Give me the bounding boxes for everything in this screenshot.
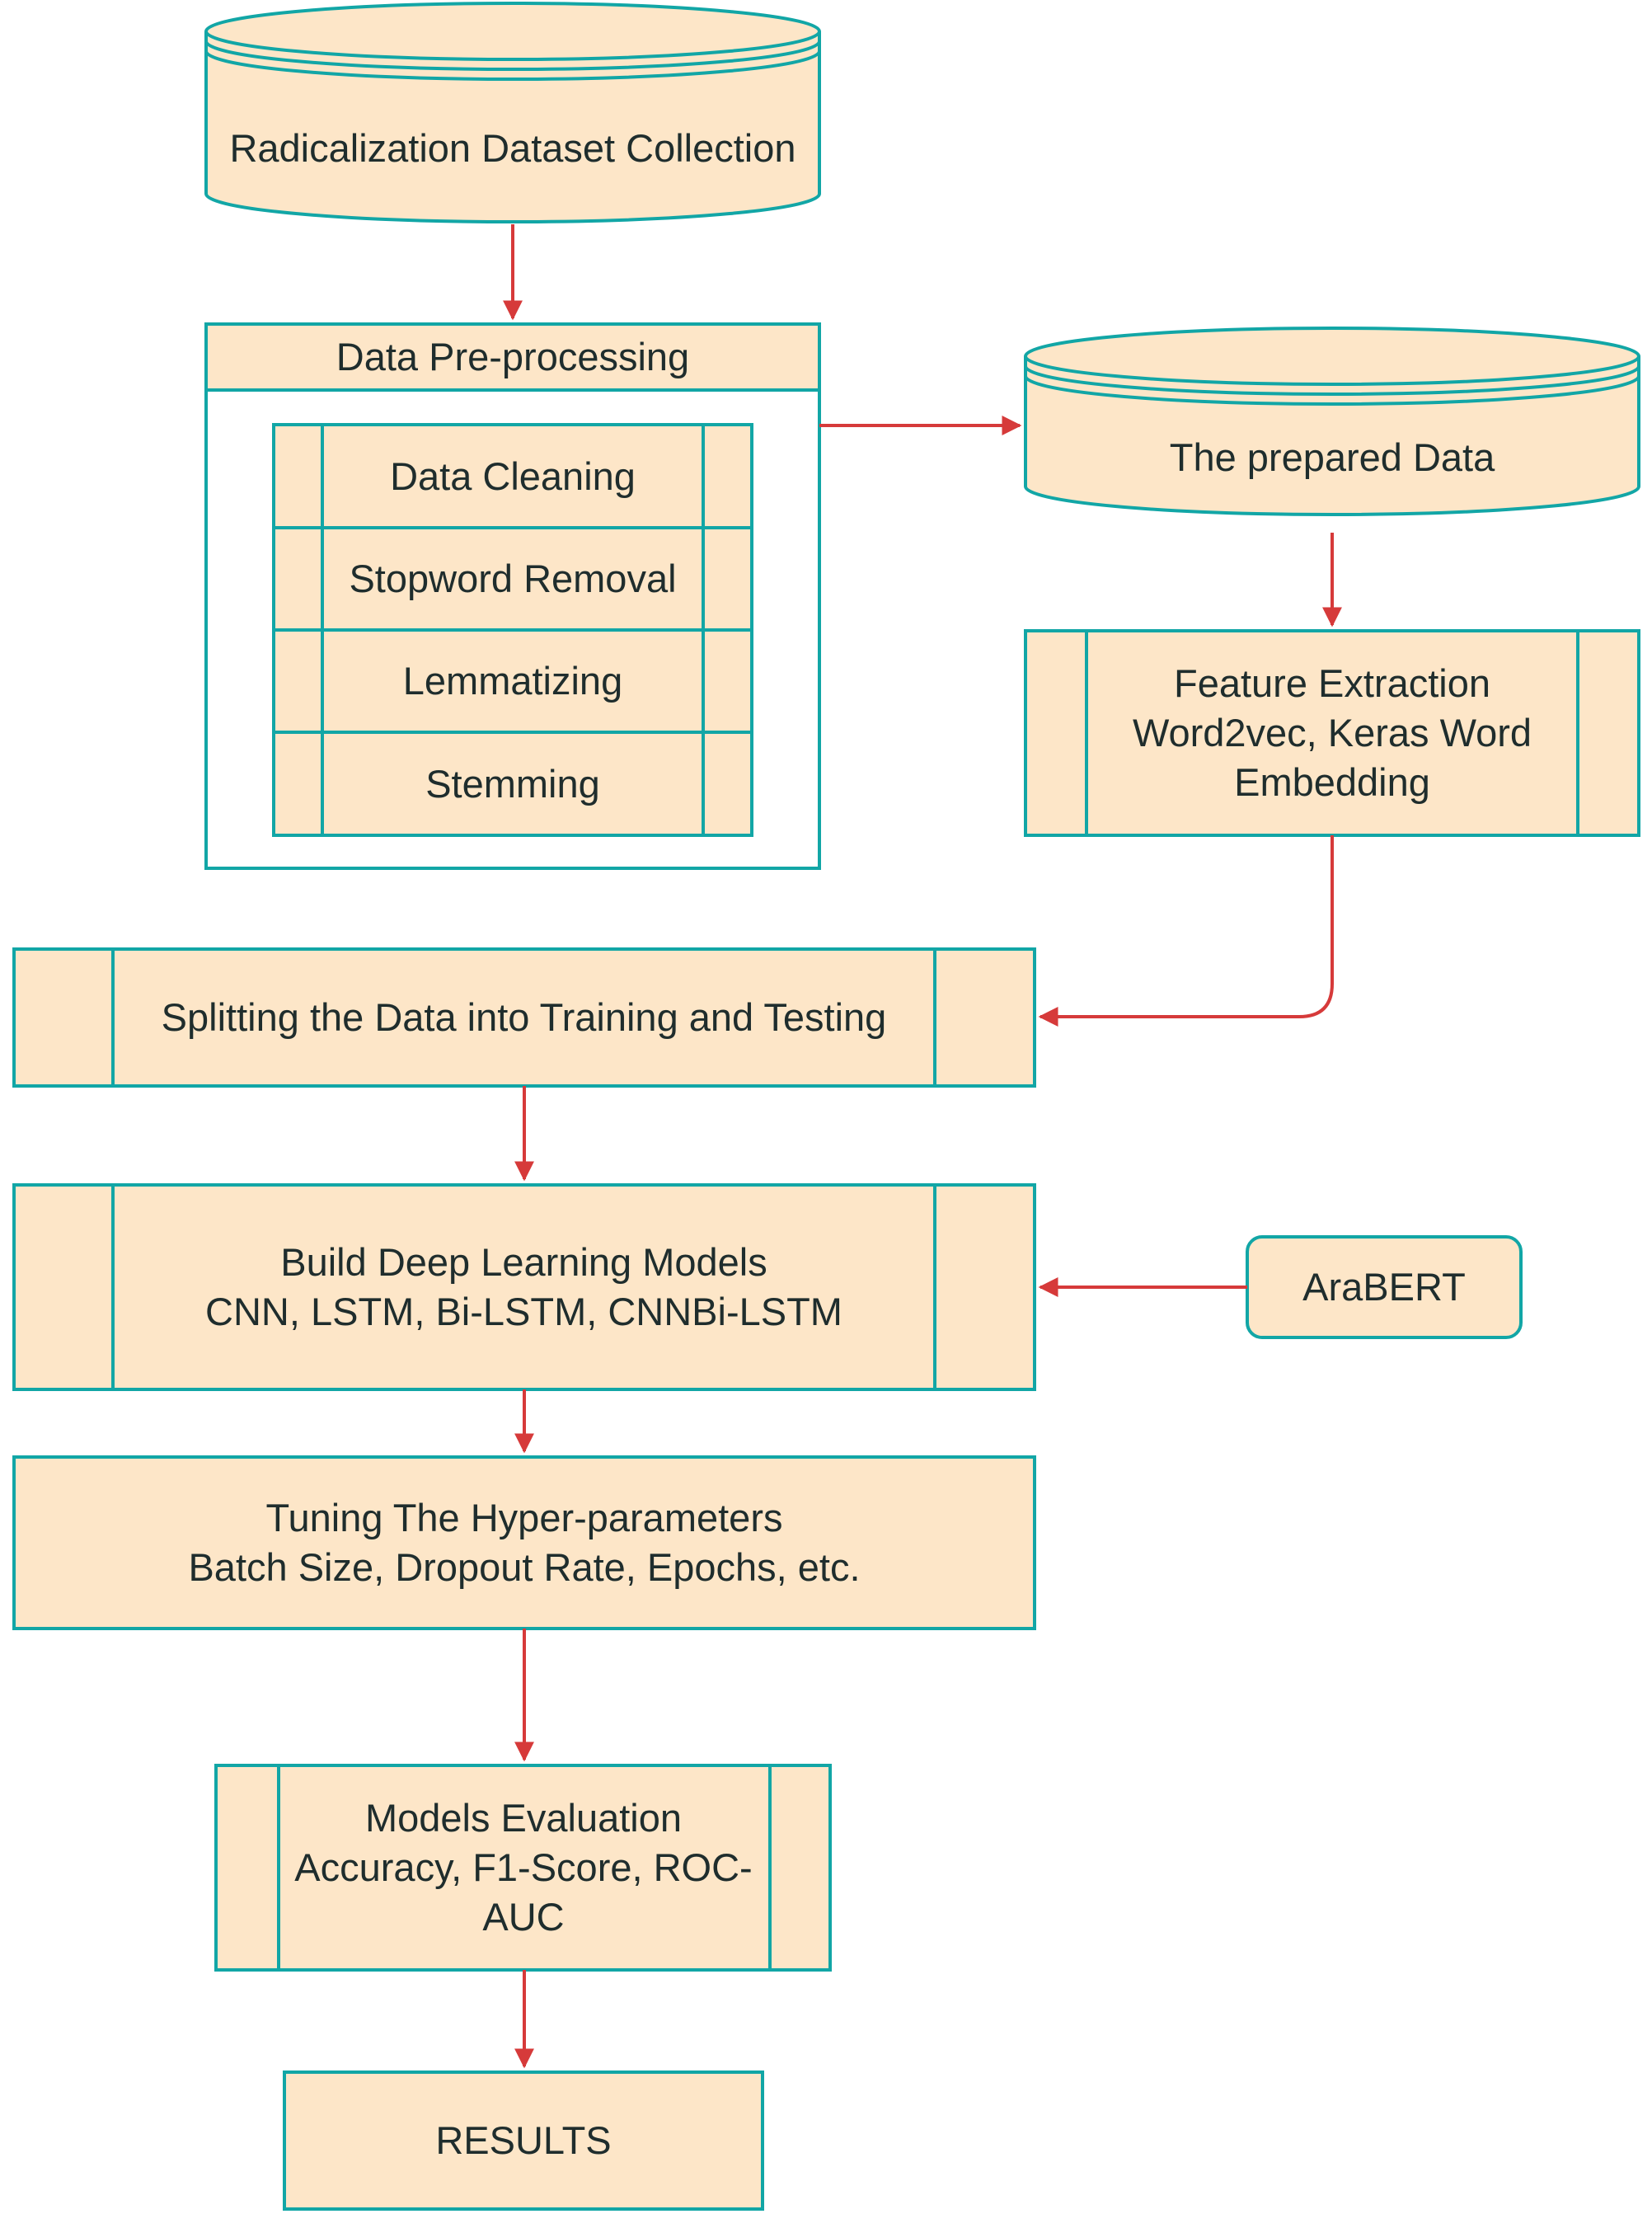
splitting-box <box>12 947 1036 1088</box>
prepared-data-cylinder <box>1024 327 1640 516</box>
dataset-collection-cylinder <box>204 2 821 223</box>
arrow-feature-extraction-to-splitting <box>1038 835 1334 1027</box>
build-models-box <box>12 1183 1036 1391</box>
preprocessing-step-box-3 <box>272 628 753 734</box>
evaluation-box <box>214 1764 832 1972</box>
results-box <box>283 2071 764 2211</box>
preprocessing-step-box-1 <box>272 423 753 529</box>
preprocessing-step-box-2 <box>272 526 753 632</box>
arabert-box <box>1246 1235 1523 1339</box>
tuning-box <box>12 1455 1036 1630</box>
feature-extraction-box <box>1024 629 1640 837</box>
preprocessing-step-box-4 <box>272 731 753 837</box>
